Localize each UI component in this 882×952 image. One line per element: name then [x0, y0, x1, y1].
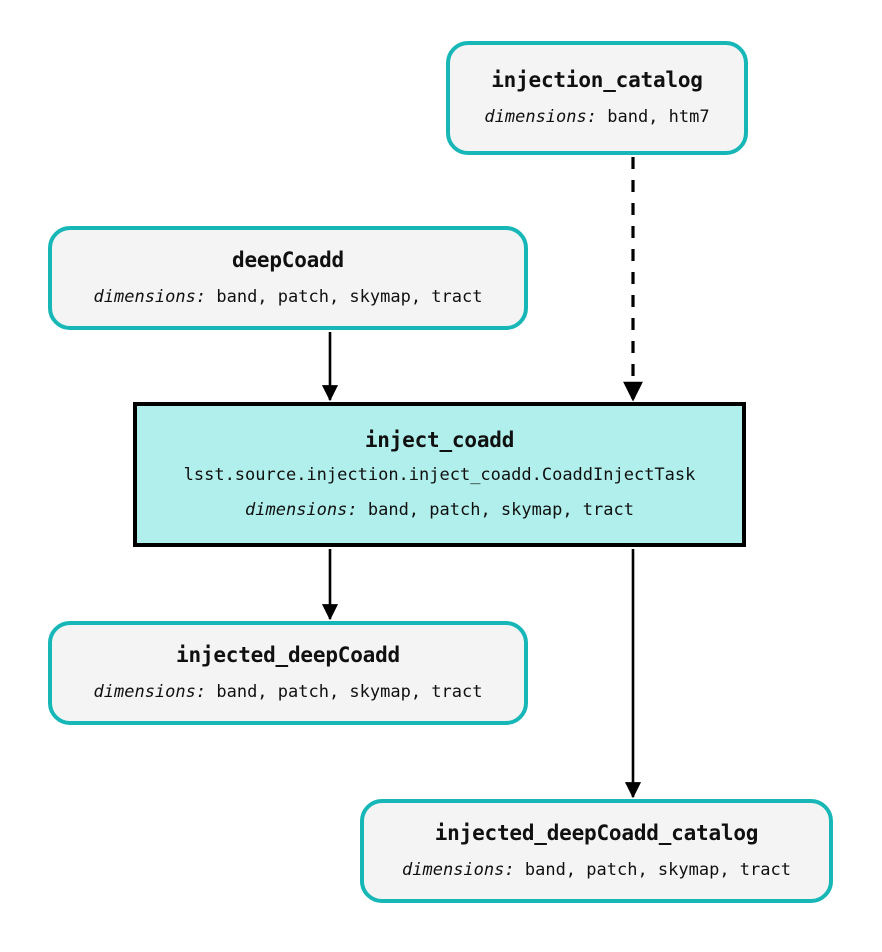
dimensions-value: band, patch, skymap, tract — [367, 499, 634, 520]
node-title: injected_deepCoadd_catalog — [434, 820, 759, 845]
dimensions-value: band, htm7 — [607, 107, 710, 128]
node-dimensions: dimensions: band, patch, skymap, tract — [402, 859, 791, 881]
dimensions-label: dimensions: — [402, 860, 515, 881]
dimensions-label: dimensions: — [484, 107, 597, 128]
dataset-node-injected_deepCoadd_catalog[interactable]: injected_deepCoadd_catalog dimensions: ba… — [360, 799, 833, 903]
node-classpath: lsst.source.injection.inject_coadd.Coadd… — [183, 465, 696, 486]
node-dimensions: dimensions: band, patch, skymap, tract — [245, 499, 634, 521]
dataset-node-injected_deepCoadd[interactable]: injected_deepCoadd dimensions: band, patc… — [48, 621, 528, 725]
node-title: deepCoadd — [232, 247, 344, 272]
node-dimensions: dimensions: band, htm7 — [484, 106, 709, 128]
node-title: inject_coadd — [364, 428, 515, 453]
node-title: injected_deepCoadd — [176, 642, 400, 667]
dimensions-label: dimensions: — [93, 682, 207, 703]
dataset-node-injection_catalog[interactable]: injection_catalog dimensions: band, htm7 — [446, 41, 748, 155]
node-dimensions: dimensions: band, patch, skymap, tract — [94, 681, 483, 703]
dimensions-value: band, patch, skymap, tract — [524, 860, 791, 881]
node-dimensions: dimensions: band, patch, skymap, tract — [94, 286, 483, 308]
dataset-node-deepCoadd[interactable]: deepCoadd dimensions: band, patch, skymap… — [48, 226, 528, 330]
dimensions-label: dimensions: — [245, 499, 358, 520]
dimensions-value: band, patch, skymap, tract — [216, 682, 483, 703]
dimensions-value: band, patch, skymap, tract — [216, 287, 483, 308]
task-node-inject_coadd[interactable]: inject_coadd lsst.source.injection.inject… — [133, 402, 746, 547]
dimensions-label: dimensions: — [93, 287, 207, 308]
node-title: injection_catalog — [491, 67, 703, 92]
